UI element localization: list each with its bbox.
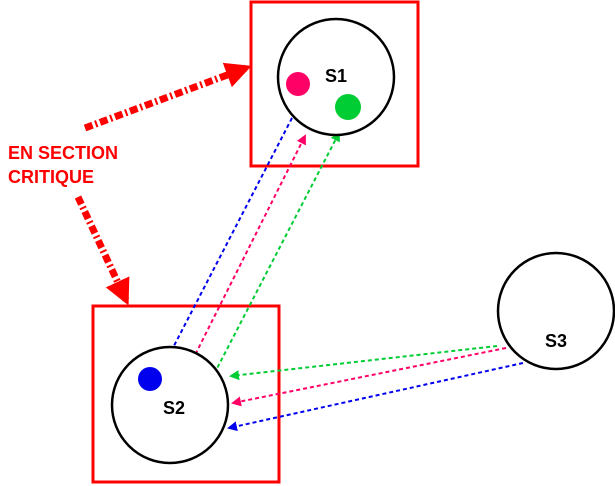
critical-section-caption-line1: EN SECTION xyxy=(8,143,118,163)
site-s3-label: S3 xyxy=(545,331,567,351)
site-s1-label: S1 xyxy=(325,66,347,86)
site-s2-label: S2 xyxy=(163,398,185,418)
callout-arrow-to-s2 xyxy=(74,195,130,306)
token-blue xyxy=(138,367,162,391)
message-s3-to-s2-green xyxy=(229,345,498,381)
message-s2-to-s1-pink xyxy=(185,134,306,374)
critical-section-caption-line2: CRITIQUE xyxy=(8,167,94,187)
message-s3-to-s2-pink xyxy=(231,347,507,407)
message-s1-to-s2-blue xyxy=(162,117,293,369)
message-s2-to-s1-green xyxy=(210,131,340,381)
site-s3-circle xyxy=(496,251,615,371)
callout-arrow-to-s1 xyxy=(83,62,252,132)
token-green xyxy=(335,94,361,120)
message-s3-to-s2-blue xyxy=(227,362,524,432)
site-s1-circle xyxy=(276,17,396,137)
token-pink xyxy=(286,72,310,96)
